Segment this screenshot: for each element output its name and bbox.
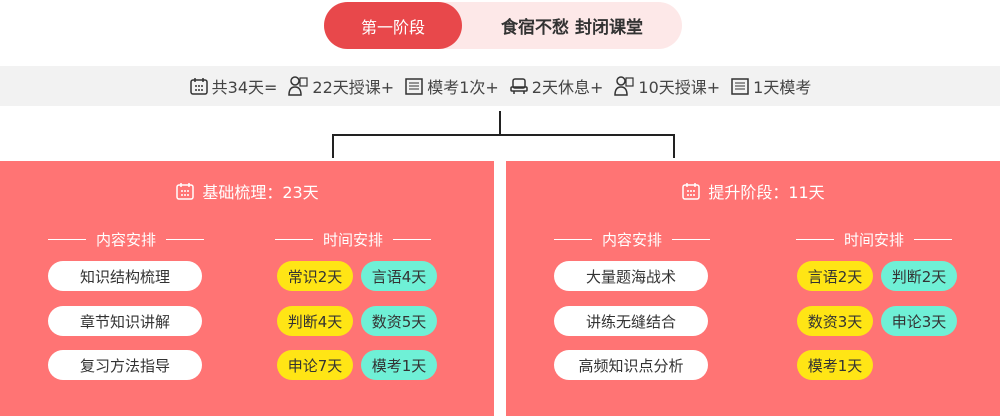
rest-chair-icon <box>510 78 528 94</box>
summary-item-rest: 2天休息+ <box>509 74 604 98</box>
content-item: 讲练无缝结合 <box>554 306 708 336</box>
content-heading: 内容安排 <box>544 229 720 250</box>
connector-right-drop <box>673 134 675 158</box>
schedule-item: 判断2天 <box>881 261 957 291</box>
summary-item-teaching: 22天授课+ <box>287 74 394 98</box>
summary-item-mock: 模考1次+ <box>404 74 499 98</box>
calendar-icon <box>176 183 195 200</box>
teacher-icon <box>288 76 309 96</box>
schedule-heading: 时间安排 <box>265 229 441 250</box>
summary-bar: 共34天= 22天授课+ 模考1次+ 2天休息+ 10天授课+ 1天模考 <box>0 66 1000 106</box>
summary-item-total: 共34天= <box>189 74 278 98</box>
panel-title-text: 基础梳理：23天 <box>202 183 319 202</box>
stage-active-label[interactable]: 第一阶段 <box>324 2 462 49</box>
schedule-item: 数资5天 <box>361 306 437 336</box>
content-heading: 内容安排 <box>38 229 214 250</box>
connector-stem <box>499 111 501 135</box>
panel-advanced: 提升阶段：11天 内容安排 时间安排 大量题海战术 讲练无缝结合 高频知识点分析… <box>506 161 1000 416</box>
panel-title: 提升阶段：11天 <box>506 179 1000 203</box>
exam-sheet-icon <box>405 78 423 95</box>
schedule-item: 申论7天 <box>277 350 353 380</box>
exam-sheet-icon <box>731 78 749 95</box>
schedule-item: 申论3天 <box>881 306 957 336</box>
summary-text: 1天模考 <box>753 78 812 97</box>
schedule-item: 数资3天 <box>797 306 873 336</box>
schedule-item: 判断4天 <box>277 306 353 336</box>
content-item: 复习方法指导 <box>48 350 202 380</box>
stage-description: 食宿不愁 封闭课堂 <box>501 18 643 38</box>
summary-text: 10天授课+ <box>638 78 721 97</box>
panel-title: 基础梳理：23天 <box>0 179 494 203</box>
schedule-item: 模考1天 <box>361 350 437 380</box>
summary-text: 2天休息+ <box>531 78 604 97</box>
calendar-icon <box>682 183 701 200</box>
summary-item-mock-2: 1天模考 <box>730 74 811 98</box>
teacher-icon <box>614 76 634 96</box>
content-item: 知识结构梳理 <box>48 261 202 291</box>
schedule-item: 常识2天 <box>277 261 353 291</box>
schedule-item: 言语2天 <box>797 261 873 291</box>
content-item: 大量题海战术 <box>554 261 708 291</box>
summary-text: 共34天= <box>211 78 278 97</box>
panel-basic: 基础梳理：23天 内容安排 时间安排 知识结构梳理 章节知识讲解 复习方法指导 … <box>0 161 494 416</box>
connector-left-drop <box>332 134 334 158</box>
content-item: 高频知识点分析 <box>554 350 708 380</box>
schedule-heading: 时间安排 <box>786 229 962 250</box>
summary-text: 22天授课+ <box>312 78 395 97</box>
schedule-item: 模考1天 <box>797 350 873 380</box>
panel-title-text: 提升阶段：11天 <box>708 183 825 202</box>
calendar-icon <box>189 78 208 95</box>
schedule-item: 言语4天 <box>361 261 437 291</box>
stage-pill: 第一阶段 食宿不愁 封闭课堂 <box>324 2 682 49</box>
connector-horizontal <box>332 134 675 136</box>
summary-item-teaching-2: 10天授课+ <box>613 74 720 98</box>
summary-text: 模考1次+ <box>427 78 499 97</box>
content-item: 章节知识讲解 <box>48 306 202 336</box>
